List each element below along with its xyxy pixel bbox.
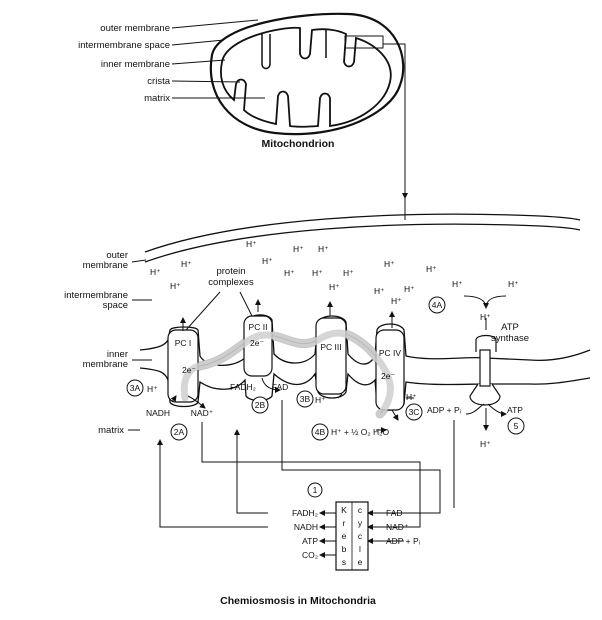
label-fad: FAD	[272, 382, 289, 392]
label-pc2: PC II	[249, 322, 268, 332]
label-pc1: PC I	[175, 338, 192, 348]
h-ion: H⁺	[147, 384, 158, 394]
outer-membrane-shape	[209, 12, 405, 136]
label-atp-product: ATP	[507, 405, 523, 415]
krebs-letter: s	[342, 557, 346, 567]
h-ion: H⁺	[374, 286, 385, 296]
label-matrix-bottom: matrix	[98, 425, 124, 436]
h-ion: H⁺	[318, 244, 329, 254]
step-3c: 3C	[409, 407, 420, 417]
h-ion: H⁺	[343, 268, 354, 278]
cycle-letter: e	[358, 557, 363, 567]
label-crista: crista	[147, 76, 170, 87]
step-4a: 4A	[432, 300, 443, 310]
label-nadh: NADH	[146, 408, 170, 418]
label-outer-membrane: outer membrane	[100, 23, 170, 34]
atp-synthase	[469, 334, 501, 406]
krebs-out-fadh2: FADH₂	[292, 508, 318, 518]
outer-membrane-band	[144, 213, 581, 253]
krebs-letter: K	[341, 505, 347, 515]
step-1: 1	[313, 485, 318, 495]
label-outer: outer	[106, 250, 128, 261]
cycle-letter: c	[358, 505, 363, 515]
etc-labels: outer membrane intermembrane space inner…	[64, 239, 529, 607]
h-ion: H⁺	[384, 259, 395, 269]
label-fadh2: FADH₂	[230, 382, 256, 392]
step-2a: 2A	[174, 427, 185, 437]
krebs-in-fad: FAD	[386, 508, 403, 518]
h-ion: H⁺	[246, 239, 257, 249]
step-3a: 3A	[130, 383, 141, 393]
h-ion: H⁺	[315, 395, 326, 405]
label-reaction-4b: H⁺ + ½ O₂ H₂O	[331, 427, 389, 437]
step-5: 5	[514, 421, 519, 431]
label-synthase: synthase	[491, 333, 529, 344]
label-intermembrane-space: intermembrane space	[78, 40, 170, 51]
pc3-box	[315, 317, 347, 395]
label-outer-membrane-2: membrane	[83, 260, 128, 271]
h-ion: H⁺	[329, 282, 340, 292]
label-pc4: PC IV	[379, 348, 402, 358]
h-ion: H⁺	[406, 392, 417, 402]
inner-membrane-shape	[220, 26, 392, 128]
krebs-out-co2: CO₂	[302, 550, 318, 560]
mitochondrion-figure: outer membrane intermembrane space inner…	[78, 12, 408, 220]
electron-label-2: 2e⁻	[250, 338, 264, 348]
step-2b: 2B	[255, 400, 266, 410]
label-atp: ATP	[501, 322, 519, 333]
label-inner-membrane-2: membrane	[83, 359, 128, 370]
h-ion: H⁺	[404, 284, 415, 294]
h-ion: H⁺	[181, 259, 192, 269]
label-intermembrane: intermembrane	[64, 290, 128, 301]
cycle-letter: y	[358, 518, 363, 528]
krebs-letter: b	[342, 544, 347, 554]
cycle-letter: l	[359, 544, 361, 554]
h-ion: H⁺	[452, 279, 463, 289]
label-matrix: matrix	[144, 93, 170, 104]
h-ion: H⁺	[508, 279, 519, 289]
krebs-in-adp-pi: ADP + Pᵢ	[386, 536, 420, 546]
mitochondrion-title: Mitochondrion	[262, 138, 335, 150]
crista-fold	[261, 30, 327, 70]
krebs-in-nad: NAD⁺	[386, 522, 409, 532]
krebs-letter: e	[342, 531, 347, 541]
label-protein: protein	[216, 266, 245, 277]
chemiosmosis-title: Chemiosmosis in Mitochondria	[220, 595, 376, 607]
label-nad: NAD⁺	[191, 408, 214, 418]
h-ion: H⁺	[426, 264, 437, 274]
label-adp-pi: ADP + Pᵢ	[427, 405, 461, 415]
electron-label-3: 2e⁻	[381, 371, 395, 381]
krebs-out-atp: ATP	[302, 536, 318, 546]
etc-figure	[126, 213, 591, 571]
label-space: space	[103, 300, 128, 311]
pc4-box	[375, 329, 405, 411]
label-complexes: complexes	[208, 277, 254, 288]
cycle-letter: c	[358, 531, 363, 541]
label-inner: inner	[107, 349, 128, 360]
label-inner-membrane: inner membrane	[101, 59, 170, 70]
step-4b: 4B	[315, 427, 326, 437]
krebs-letter: r	[343, 518, 346, 528]
label-pc3: PC III	[320, 342, 341, 352]
h-ion: H⁺	[480, 439, 491, 449]
h-ion: H⁺	[170, 281, 181, 291]
krebs-out-nadh: NADH	[294, 522, 318, 532]
h-ion: H⁺	[293, 244, 304, 254]
h-ion: H⁺	[262, 256, 273, 266]
h-ion: H⁺	[312, 268, 323, 278]
h-ion: H⁺	[480, 312, 491, 322]
h-ion: H⁺	[150, 267, 161, 277]
h-ion: H⁺	[391, 296, 402, 306]
inner-membrane-bottom	[139, 367, 591, 411]
step-3b: 3B	[300, 394, 311, 404]
h-ion: H⁺	[284, 268, 295, 278]
electron-label-1: 2e⁻	[182, 365, 196, 375]
